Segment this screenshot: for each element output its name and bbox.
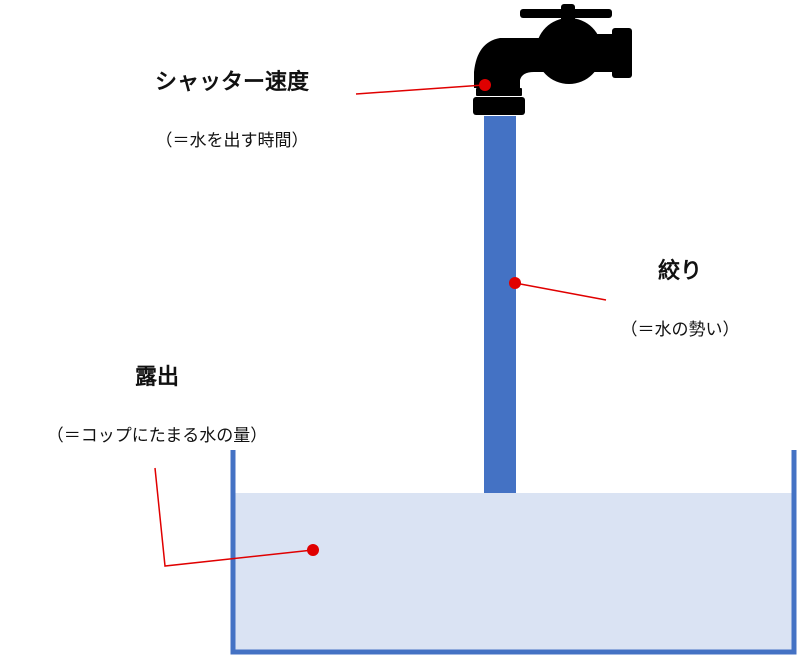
exposure-subtitle: （＝コップにたまる水の量） (47, 426, 268, 446)
shutter-subtitle: （＝水を出す時間） (156, 131, 309, 151)
aperture-subtitle: （＝水の勢い） (621, 320, 740, 340)
aperture-pointer-dot (509, 277, 521, 289)
water-stream (484, 116, 516, 493)
exposure-pointer-dot (307, 544, 319, 556)
faucet-icon (473, 4, 632, 115)
water-pool (233, 493, 794, 652)
aperture-pointer (509, 277, 607, 301)
shutter-pointer-dot (479, 79, 491, 91)
exposure-title: 露出 (135, 365, 179, 390)
exposure-pointer (154, 467, 319, 567)
shutter-pointer (355, 79, 491, 95)
shutter-title: シャッター速度 (155, 69, 310, 95)
container (230, 450, 797, 655)
aperture-title: 絞り (658, 258, 702, 284)
